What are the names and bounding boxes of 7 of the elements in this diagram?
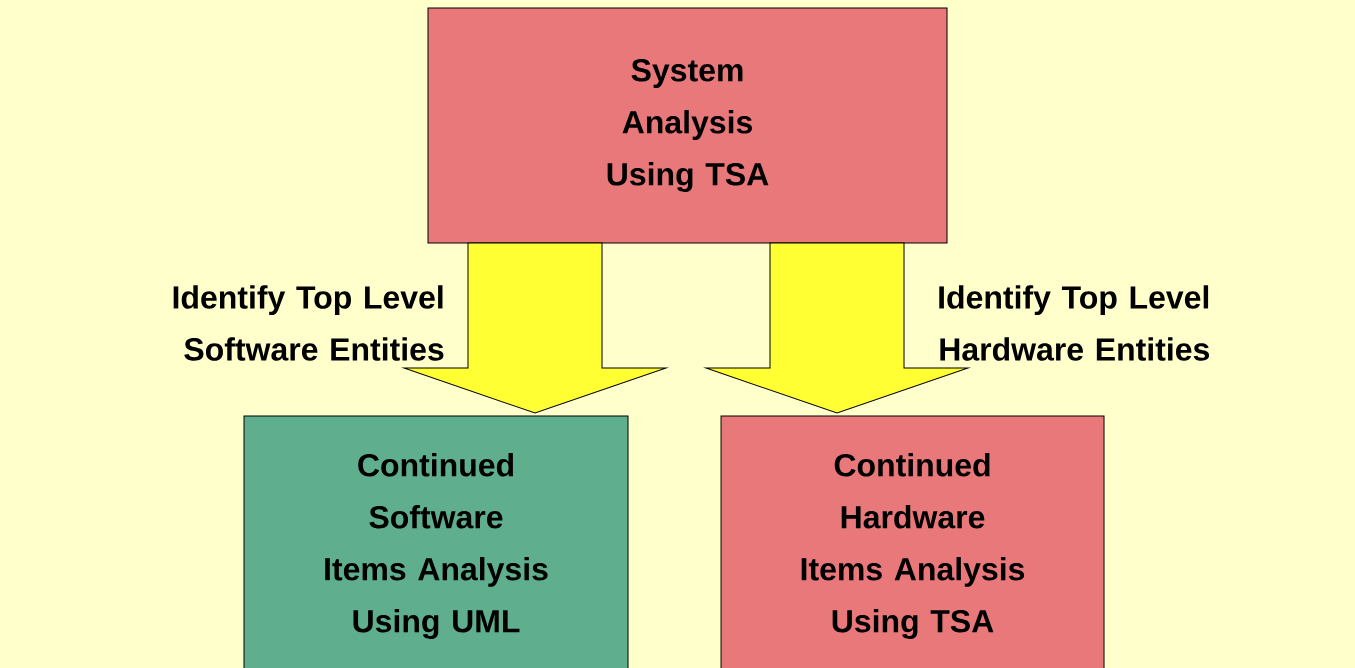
process-box: System Analysis Using TSA (427, 7, 948, 244)
block-arrow (705, 242, 969, 414)
edge-label: Identify Top Level Hardware Entities (939, 285, 1209, 361)
block-arrow (403, 242, 667, 414)
process-box: Continued Hardware Items Analysis Using TSA (720, 415, 1105, 668)
process-box: Continued Software Items Analysis Using UML (243, 415, 629, 668)
edge-label: Identify Top Level Software Entities (173, 285, 444, 361)
